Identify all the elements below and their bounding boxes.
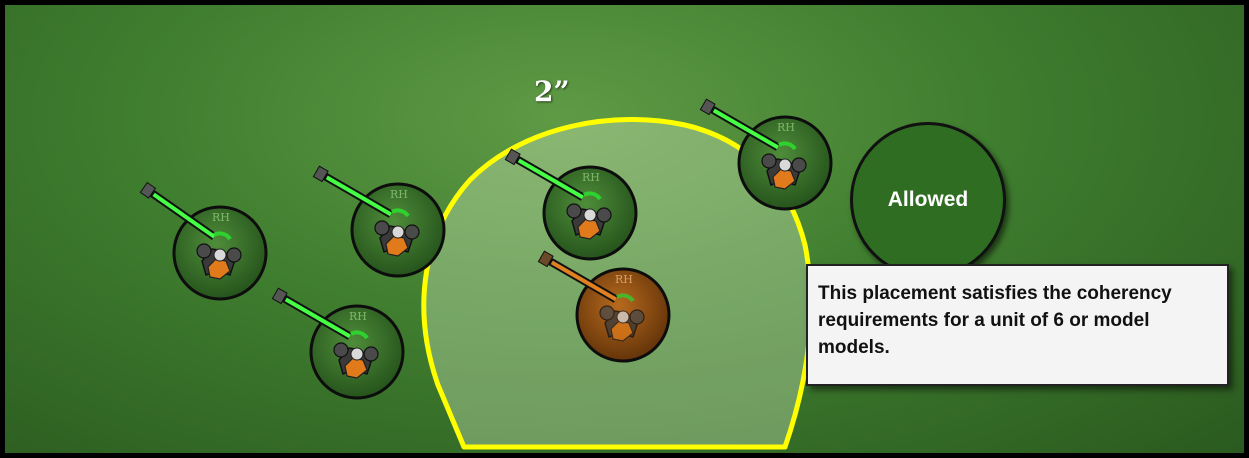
svg-text:RH: RH <box>615 273 633 286</box>
svg-text:RH: RH <box>212 211 230 224</box>
svg-text:RH: RH <box>582 171 600 184</box>
board-scene: RH RH RH <box>5 5 1249 458</box>
range-label: 2” <box>534 75 570 108</box>
model-base: RH <box>272 288 403 398</box>
svg-text:RH: RH <box>390 188 408 201</box>
caption-box: This placement satisfies the coherency r… <box>806 264 1229 386</box>
allowed-status-badge: Allowed <box>850 122 1006 278</box>
svg-text:RH: RH <box>349 310 367 323</box>
model-base: RH <box>140 183 266 299</box>
model-base: RH <box>313 166 444 276</box>
svg-text:RH: RH <box>777 121 795 134</box>
status-label: Allowed <box>888 188 969 212</box>
